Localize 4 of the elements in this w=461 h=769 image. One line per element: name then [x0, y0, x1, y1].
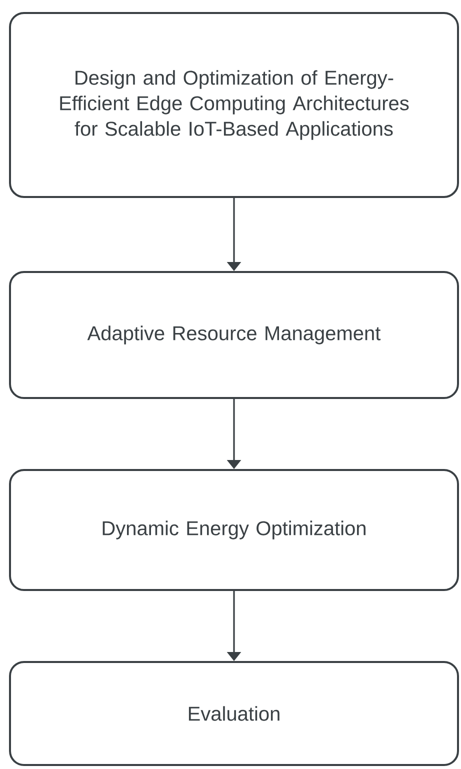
process-box: Adaptive Resource Management	[9, 271, 459, 399]
process-box: Dynamic Energy Optimization	[9, 469, 459, 591]
process-box: Design and Optimization of Energy-Efficient Edge Computing Architectures for Scalable IoT-Based Applications	[9, 12, 459, 198]
process-box: Evaluation	[9, 661, 459, 766]
